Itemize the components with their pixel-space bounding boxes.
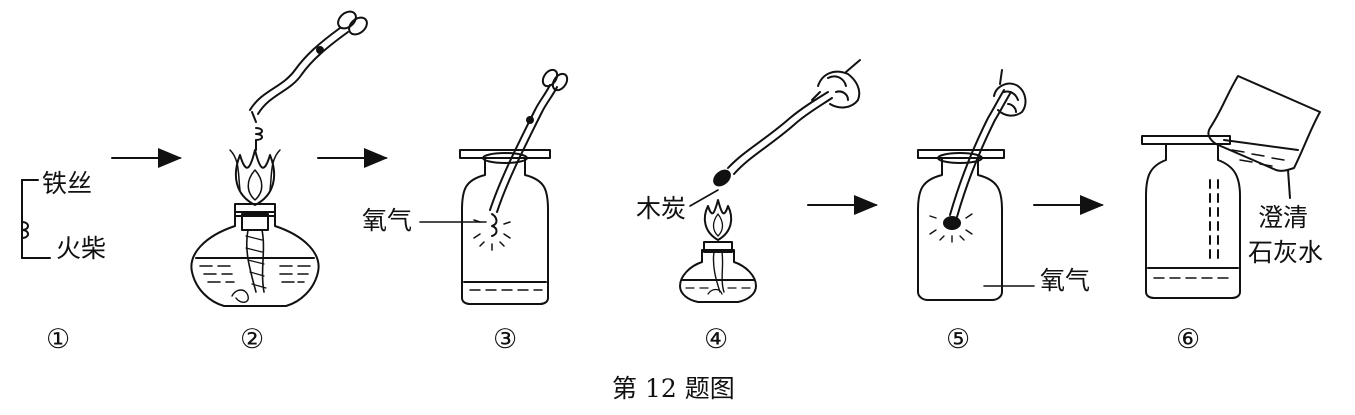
label-match: 火柴 bbox=[56, 234, 107, 263]
gas-bottle-6 bbox=[1141, 135, 1241, 299]
crucible-tongs-2 bbox=[249, 10, 368, 151]
gas-bottle-3 bbox=[459, 68, 569, 305]
step-number-3: ③ bbox=[493, 324, 518, 355]
alcohol-lamp-2 bbox=[190, 149, 320, 307]
label-limewater-line1: 澄清 bbox=[1258, 203, 1309, 232]
label-leader-lines bbox=[419, 189, 1035, 287]
step-number-2: ② bbox=[240, 324, 265, 355]
step-number-4: ④ bbox=[704, 324, 729, 355]
label-charcoal: 木炭 bbox=[636, 194, 687, 223]
crucible-tongs-4 bbox=[713, 59, 861, 187]
step-number-1: ① bbox=[46, 324, 71, 355]
label-oxygen-step5: 氧气 bbox=[1040, 266, 1091, 295]
label-limewater-line2: 石灰水 bbox=[1248, 238, 1324, 267]
step-number-6: ⑥ bbox=[1176, 324, 1201, 355]
alcohol-lamp-4 bbox=[679, 199, 757, 303]
figure-caption: 第 12 题图 bbox=[612, 374, 735, 403]
step-number-5: ⑤ bbox=[946, 324, 971, 355]
gas-bottle-5 bbox=[917, 69, 1027, 301]
beaker-6 bbox=[1207, 75, 1321, 199]
label-oxygen-step3: 氧气 bbox=[362, 206, 413, 235]
process-arrows bbox=[111, 148, 1104, 215]
label-iron-wire: 铁丝 bbox=[42, 169, 93, 198]
iron-wire-with-match bbox=[21, 179, 51, 259]
